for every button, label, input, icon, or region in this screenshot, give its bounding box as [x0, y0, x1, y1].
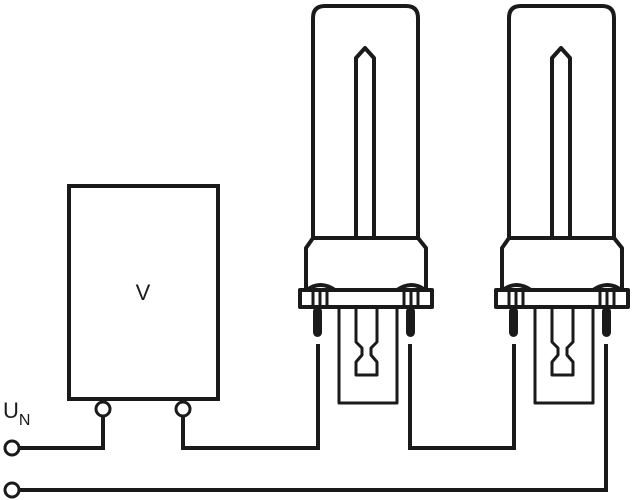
ballast-label: V: [136, 280, 151, 305]
supply-terminal-2: [3, 481, 21, 499]
ballast-terminal-2: [174, 400, 192, 418]
ballast-terminal-1: [94, 400, 112, 418]
lamp-1: [298, 4, 434, 405]
supply-label: UN: [3, 398, 30, 429]
lamp-2: [494, 4, 630, 405]
supply-terminal-1: [3, 439, 21, 457]
ballast-box: [67, 184, 220, 401]
wires: [19, 344, 608, 492]
